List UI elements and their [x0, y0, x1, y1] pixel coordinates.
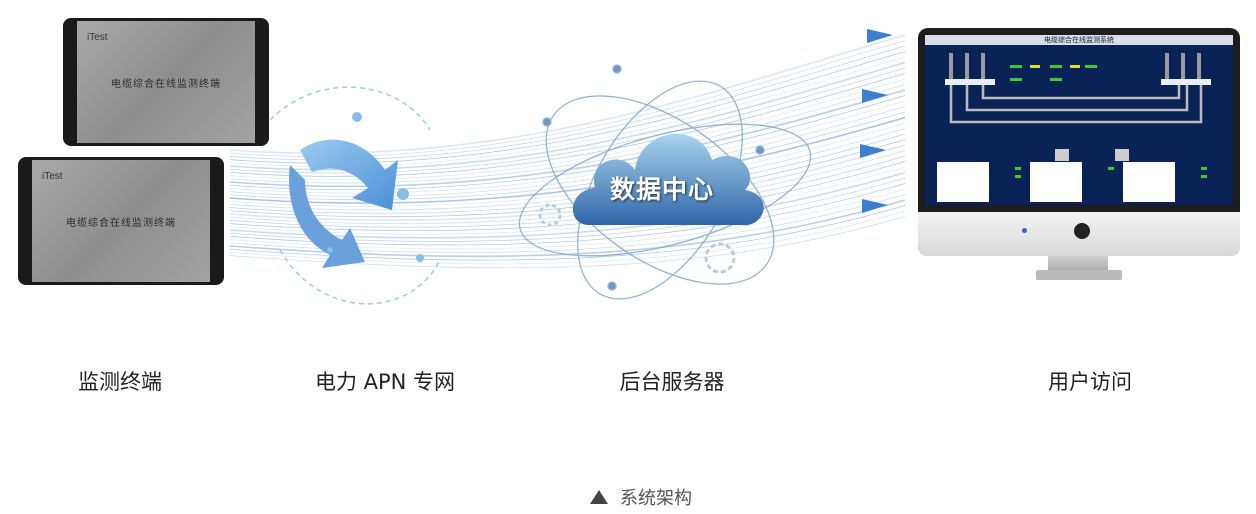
caption-text: 系统架构: [620, 488, 692, 509]
triangle-icon: [590, 490, 608, 504]
device-brand: iTest: [42, 171, 63, 182]
stage-label-apn: 电力 APN 专网: [314, 370, 456, 394]
stream-line: [229, 111, 906, 201]
stream-line: [229, 67, 906, 174]
monitor-stand: [1048, 256, 1108, 272]
arrow-head-icon: [860, 144, 886, 158]
device-brand: iTest: [87, 32, 108, 43]
stage-label-user: 用户访问: [1048, 370, 1132, 394]
stage-label-server: 后台服务器: [619, 370, 725, 394]
dashboard-schematic: [937, 53, 1211, 202]
stream-line: [229, 100, 906, 194]
arrow-head-icon: [862, 89, 888, 103]
webcam-icon: [1074, 223, 1090, 239]
data-center-label: 数据中心: [610, 175, 715, 204]
stream-line: [229, 84, 906, 184]
gear-icon: [538, 203, 736, 274]
stream-line: [229, 116, 906, 204]
stream-line: [229, 89, 906, 188]
stream-line: [229, 106, 906, 197]
stream-line: [229, 95, 906, 191]
device-name: 电缆综合在线监测终端: [111, 79, 221, 90]
stage-label-terminal: 监测终端: [78, 370, 162, 394]
device-name: 电缆综合在线监测终端: [66, 218, 176, 229]
monitoring-terminal-device: iTest 电缆综合在线监测终端: [18, 157, 224, 285]
screen-title: 电缆综合在线监测系统: [925, 35, 1233, 45]
monitor-base: [1036, 270, 1122, 280]
stream-line: [229, 166, 906, 235]
stream-line: [229, 177, 906, 242]
stream-line: [229, 40, 906, 157]
orbit-rings: [518, 64, 812, 300]
monitoring-dashboard-screen: 电缆综合在线监测系统: [925, 35, 1233, 205]
stream-line: [229, 171, 906, 239]
stream-line: [229, 73, 906, 177]
cloud-icon: [572, 133, 764, 226]
arrow-head-icon: [867, 29, 893, 43]
monitor: 电缆综合在线监测系统: [918, 28, 1240, 256]
stream-line: [229, 34, 906, 155]
figure-caption: 系统架构: [590, 484, 692, 510]
power-led-icon: [1022, 228, 1027, 233]
arrow-head-icon: [862, 199, 888, 213]
monitoring-terminal-device: iTest 电缆综合在线监测终端: [63, 18, 269, 146]
apn-arrows-icon: [269, 86, 441, 305]
